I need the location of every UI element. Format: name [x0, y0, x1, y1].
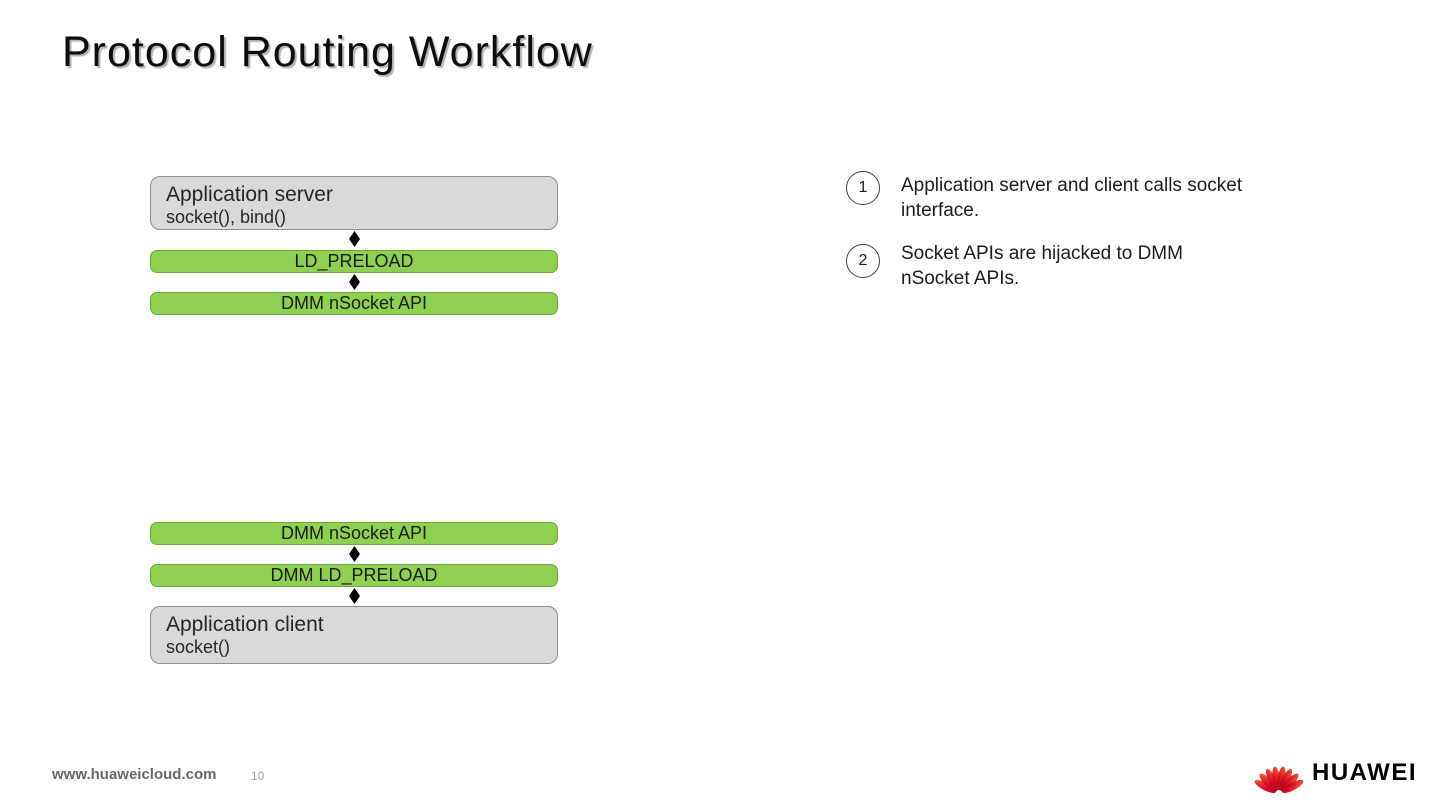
diamond-connector	[349, 231, 360, 247]
huawei-flower-icon	[1254, 766, 1304, 793]
application-server-title: Application server	[166, 183, 333, 206]
diamond-connector	[349, 588, 360, 604]
footer-url: www.huaweicloud.com	[52, 766, 217, 783]
application-client-calls: socket()	[166, 637, 231, 657]
diamond-connector	[349, 274, 360, 290]
diamond-connector	[349, 546, 360, 562]
note-text-1: Application server and client calls sock…	[901, 175, 1243, 221]
application-server-box: Application server socket(), bind()	[150, 176, 558, 230]
layer-bar-dmm-nsocket-api-client: DMM nSocket API	[150, 522, 558, 545]
note-number-badge-2: 2	[846, 244, 880, 278]
note-number-badge-1: 1	[846, 171, 880, 205]
layer-bar-dmm-ld-preload: DMM LD_PRELOAD	[150, 564, 558, 587]
huawei-logo: HUAWEI	[1252, 745, 1422, 800]
layer-bar-ld-preload: LD_PRELOAD	[150, 250, 558, 273]
application-client-title: Application client	[166, 613, 324, 636]
huawei-wordmark: HUAWEI	[1312, 758, 1417, 786]
page-number: 10	[251, 769, 265, 783]
note-text-2: Socket APIs are hijacked to DMM nSocket …	[901, 243, 1183, 289]
layer-bar-dmm-nsocket-api-server: DMM nSocket API	[150, 292, 558, 315]
application-client-box: Application client socket()	[150, 606, 558, 664]
application-server-calls: socket(), bind()	[166, 207, 287, 227]
page-title: Protocol Routing Workflow	[62, 28, 593, 76]
